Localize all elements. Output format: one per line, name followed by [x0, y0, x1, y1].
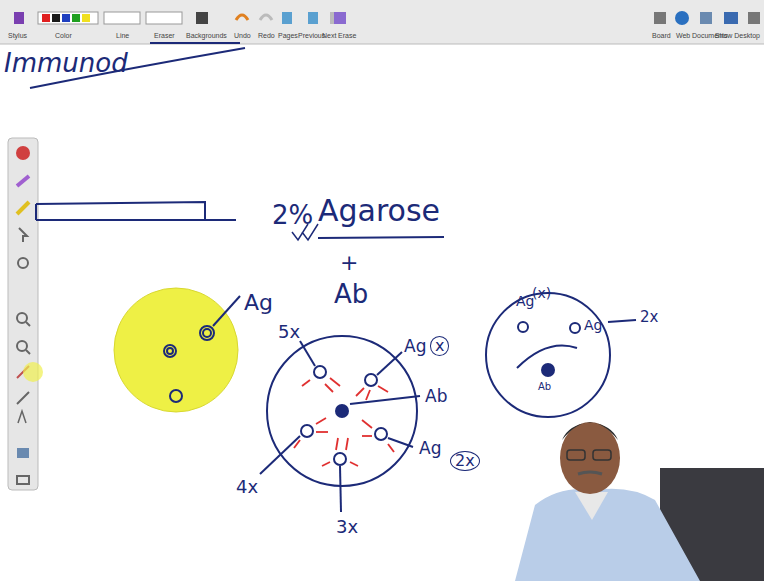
- toolbar-label: Web: [676, 32, 690, 39]
- well-label: 2x: [450, 451, 480, 471]
- toolbar-label: Line: [116, 32, 129, 39]
- well-label: Ag: [244, 292, 273, 314]
- title-handwriting: Immunod: [4, 50, 128, 76]
- toolbar-label: Undo: [234, 32, 251, 39]
- toolbar-label: Next: [322, 32, 336, 39]
- toolbar-label: Redo: [258, 32, 275, 39]
- toolbar: [0, 0, 764, 44]
- toolbar-label: Previous: [298, 32, 325, 39]
- presenter: [515, 422, 764, 581]
- well-label: 3x: [336, 518, 358, 536]
- toolbar-label: Show Desktop: [715, 32, 760, 39]
- well-label: 5x: [278, 323, 300, 341]
- side-toolbar: [8, 138, 38, 490]
- handwritten-note: 2%: [272, 202, 313, 228]
- well-label: Ab: [538, 382, 551, 392]
- well-label: (x): [532, 286, 551, 300]
- toolbar-label: Board: [652, 32, 671, 39]
- well-label: Ag: [516, 294, 534, 308]
- toolbar-label: Stylus: [8, 32, 27, 39]
- toolbar-label: Backgrounds: [186, 32, 227, 39]
- well-label: 4x: [236, 478, 258, 496]
- toolbar-label: Color: [55, 32, 72, 39]
- toolbar-icons: [14, 11, 760, 25]
- well-label: x: [430, 336, 449, 356]
- well-label: Ag: [404, 338, 426, 355]
- toolbar-label: Eraser: [154, 32, 175, 39]
- well-label: Ag: [419, 440, 441, 457]
- well-label: Ab: [425, 388, 447, 405]
- well-label: 2x: [640, 310, 658, 325]
- handwritten-note: Ab: [334, 281, 368, 307]
- handwritten-note: +: [340, 252, 358, 274]
- toolbar-label: Pages: [278, 32, 298, 39]
- toolbar-label: Erase: [338, 32, 356, 39]
- well-label: Ag: [584, 318, 602, 332]
- handwritten-note: Agarose: [318, 196, 440, 226]
